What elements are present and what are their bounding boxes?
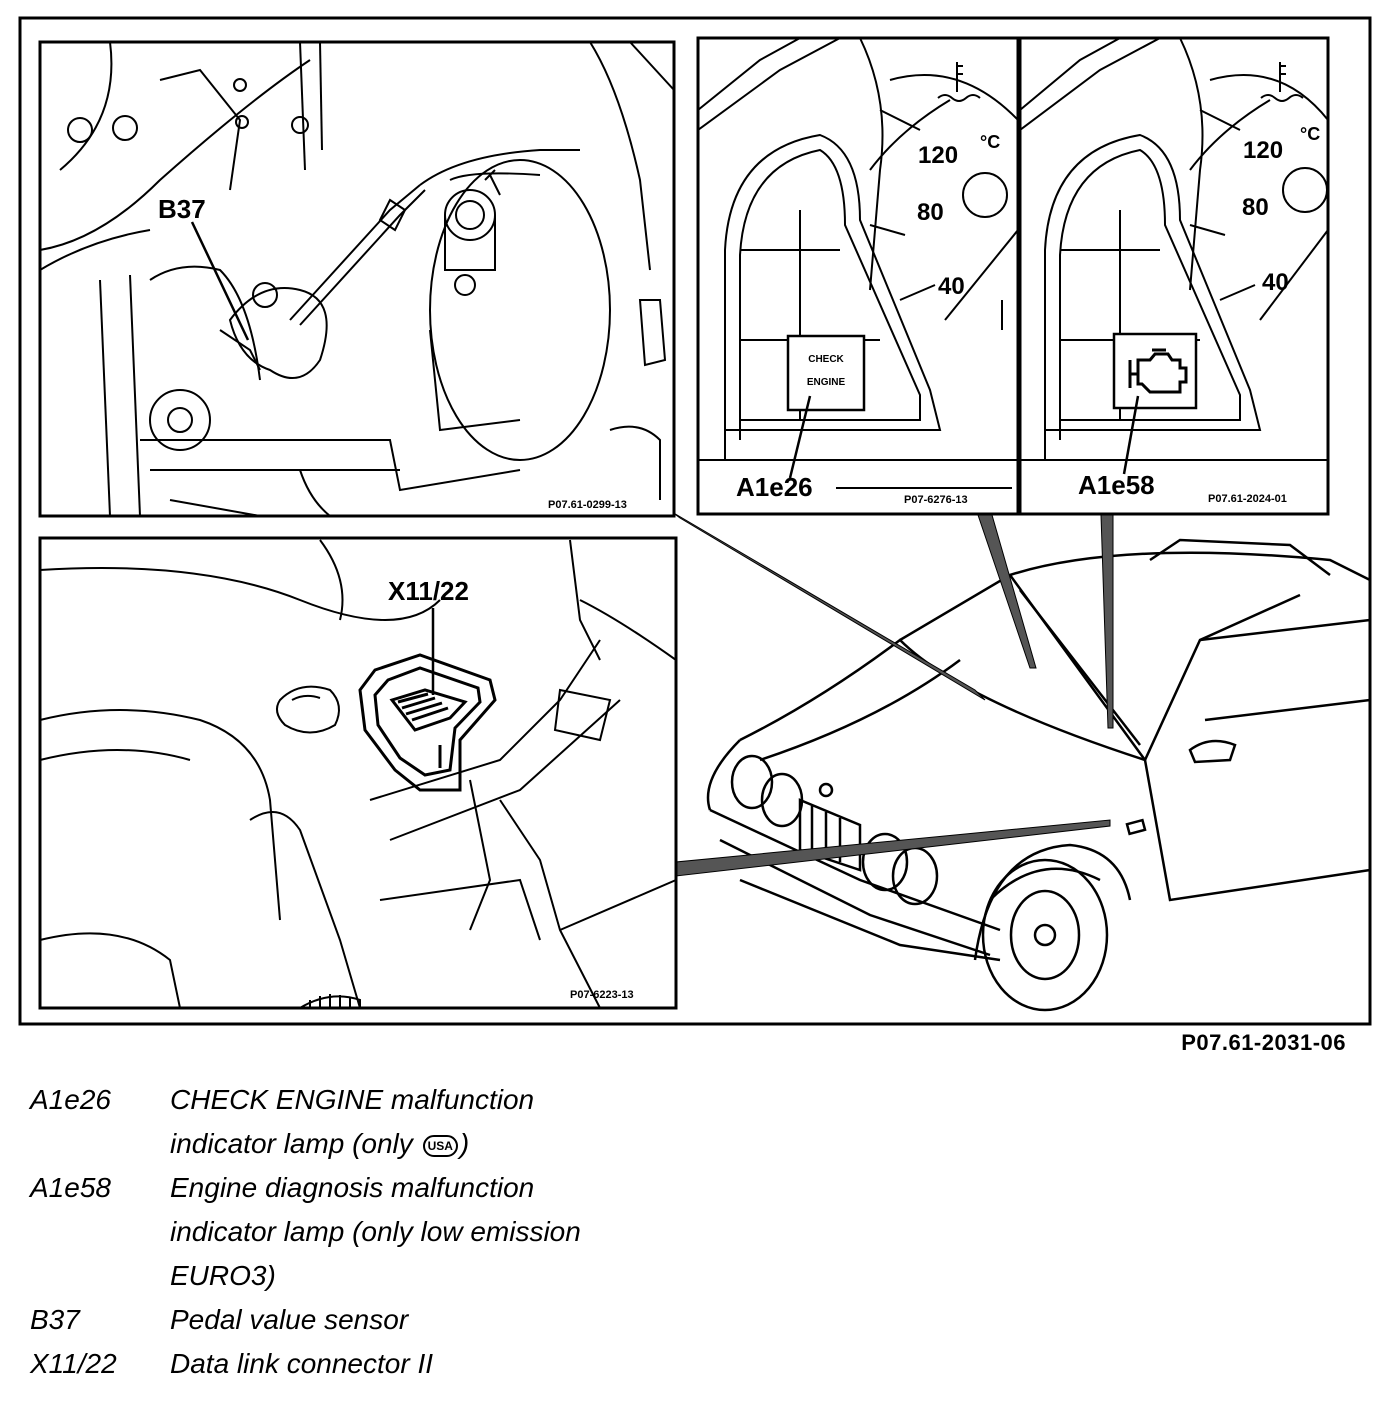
connector-label: X11/22 — [388, 576, 469, 606]
panel-data-link-connector: X11/22 P07-6223-13 — [38, 536, 678, 1010]
legend-item: A1e58 Engine diagnosis malfunction indic… — [30, 1166, 730, 1298]
legend-line: indicator lamp (only USA) — [170, 1122, 730, 1166]
euro-lamp-label: A1e58 — [1078, 470, 1155, 500]
pointer-wedges — [671, 511, 1114, 877]
pedal-sensor-label: B37 — [158, 194, 206, 224]
legend-code: X11/22 — [30, 1348, 117, 1379]
data-link-connector — [358, 653, 497, 792]
legend-item: A1e26 CHECK ENGINE malfunction indicator… — [30, 1078, 730, 1166]
usa-temp-unit: °C — [980, 132, 1000, 152]
pedal-sensor-leader — [190, 221, 250, 341]
figure-id: P07.61-2031-06 — [1181, 1030, 1346, 1055]
engine-icon — [1128, 348, 1188, 394]
usa-badge: USA — [422, 1134, 458, 1157]
legend-item: X11/22 Data link connector II — [30, 1342, 730, 1386]
legend-code: A1e26 — [30, 1084, 111, 1115]
check-engine-lamp-text-2: ENGINE — [807, 377, 846, 388]
coolant-temp-icon — [1260, 62, 1304, 102]
legend-text: indicator lamp (only — [170, 1128, 421, 1159]
legend-description: Pedal value sensor — [170, 1304, 409, 1335]
panel-cluster-usa: 120 °C 80 40 CHECK ENGINE A1e26 P07-6276… — [696, 36, 1020, 516]
legend-description: Engine diagnosis malfunction indicator l… — [170, 1166, 730, 1298]
legend-line: CHECK ENGINE malfunction — [170, 1084, 535, 1115]
usa-tick-120: 120 — [918, 142, 958, 169]
diagram-figure: B37 P07.61-0299-13 — [18, 16, 1372, 1026]
legend-line: indicator lamp (only low emission — [170, 1216, 581, 1247]
panel-cluster-euro: 120 °C 80 40 A1e58 P07.61-2024-01 — [1018, 36, 1330, 516]
pedal-panel-ref: P07.61-0299-13 — [548, 499, 627, 511]
legend-line: Engine diagnosis malfunction — [170, 1172, 535, 1203]
connector-panel-ref: P07-6223-13 — [570, 989, 634, 1001]
legend-description: Data link connector II — [170, 1348, 434, 1379]
euro-temp-unit: °C — [1300, 124, 1320, 144]
euro-tick-120: 120 — [1243, 137, 1283, 164]
legend-text: ) — [459, 1128, 470, 1159]
legend-code: A1e58 — [30, 1172, 111, 1203]
check-engine-lamp-text-1: CHECK — [808, 354, 844, 365]
usa-lamp-label: A1e26 — [736, 472, 813, 502]
euro-panel-ref: P07.61-2024-01 — [1208, 493, 1287, 505]
check-engine-lamp — [786, 334, 866, 412]
legend-description: CHECK ENGINE malfunction indicator lamp … — [170, 1078, 730, 1166]
diagram-svg: B37 P07.61-0299-13 — [18, 16, 1372, 1026]
engine-diagnosis-lamp — [1112, 332, 1198, 410]
legend: A1e26 CHECK ENGINE malfunction indicator… — [30, 1078, 730, 1386]
usa-lamp-leader — [788, 395, 812, 479]
legend-item: B37 Pedal value sensor — [30, 1298, 730, 1342]
usa-tick-40: 40 — [938, 273, 965, 300]
panel-pedal-sensor: B37 P07.61-0299-13 — [38, 40, 676, 518]
euro-tick-40: 40 — [1262, 269, 1289, 296]
coolant-temp-icon — [937, 62, 981, 102]
euro-lamp-leader — [1122, 395, 1140, 475]
usa-tick-80: 80 — [917, 199, 944, 226]
legend-line: EURO3) — [170, 1260, 276, 1291]
euro-tick-80: 80 — [1242, 194, 1269, 221]
legend-code: B37 — [30, 1304, 80, 1335]
usa-panel-ref: P07-6276-13 — [904, 494, 968, 506]
